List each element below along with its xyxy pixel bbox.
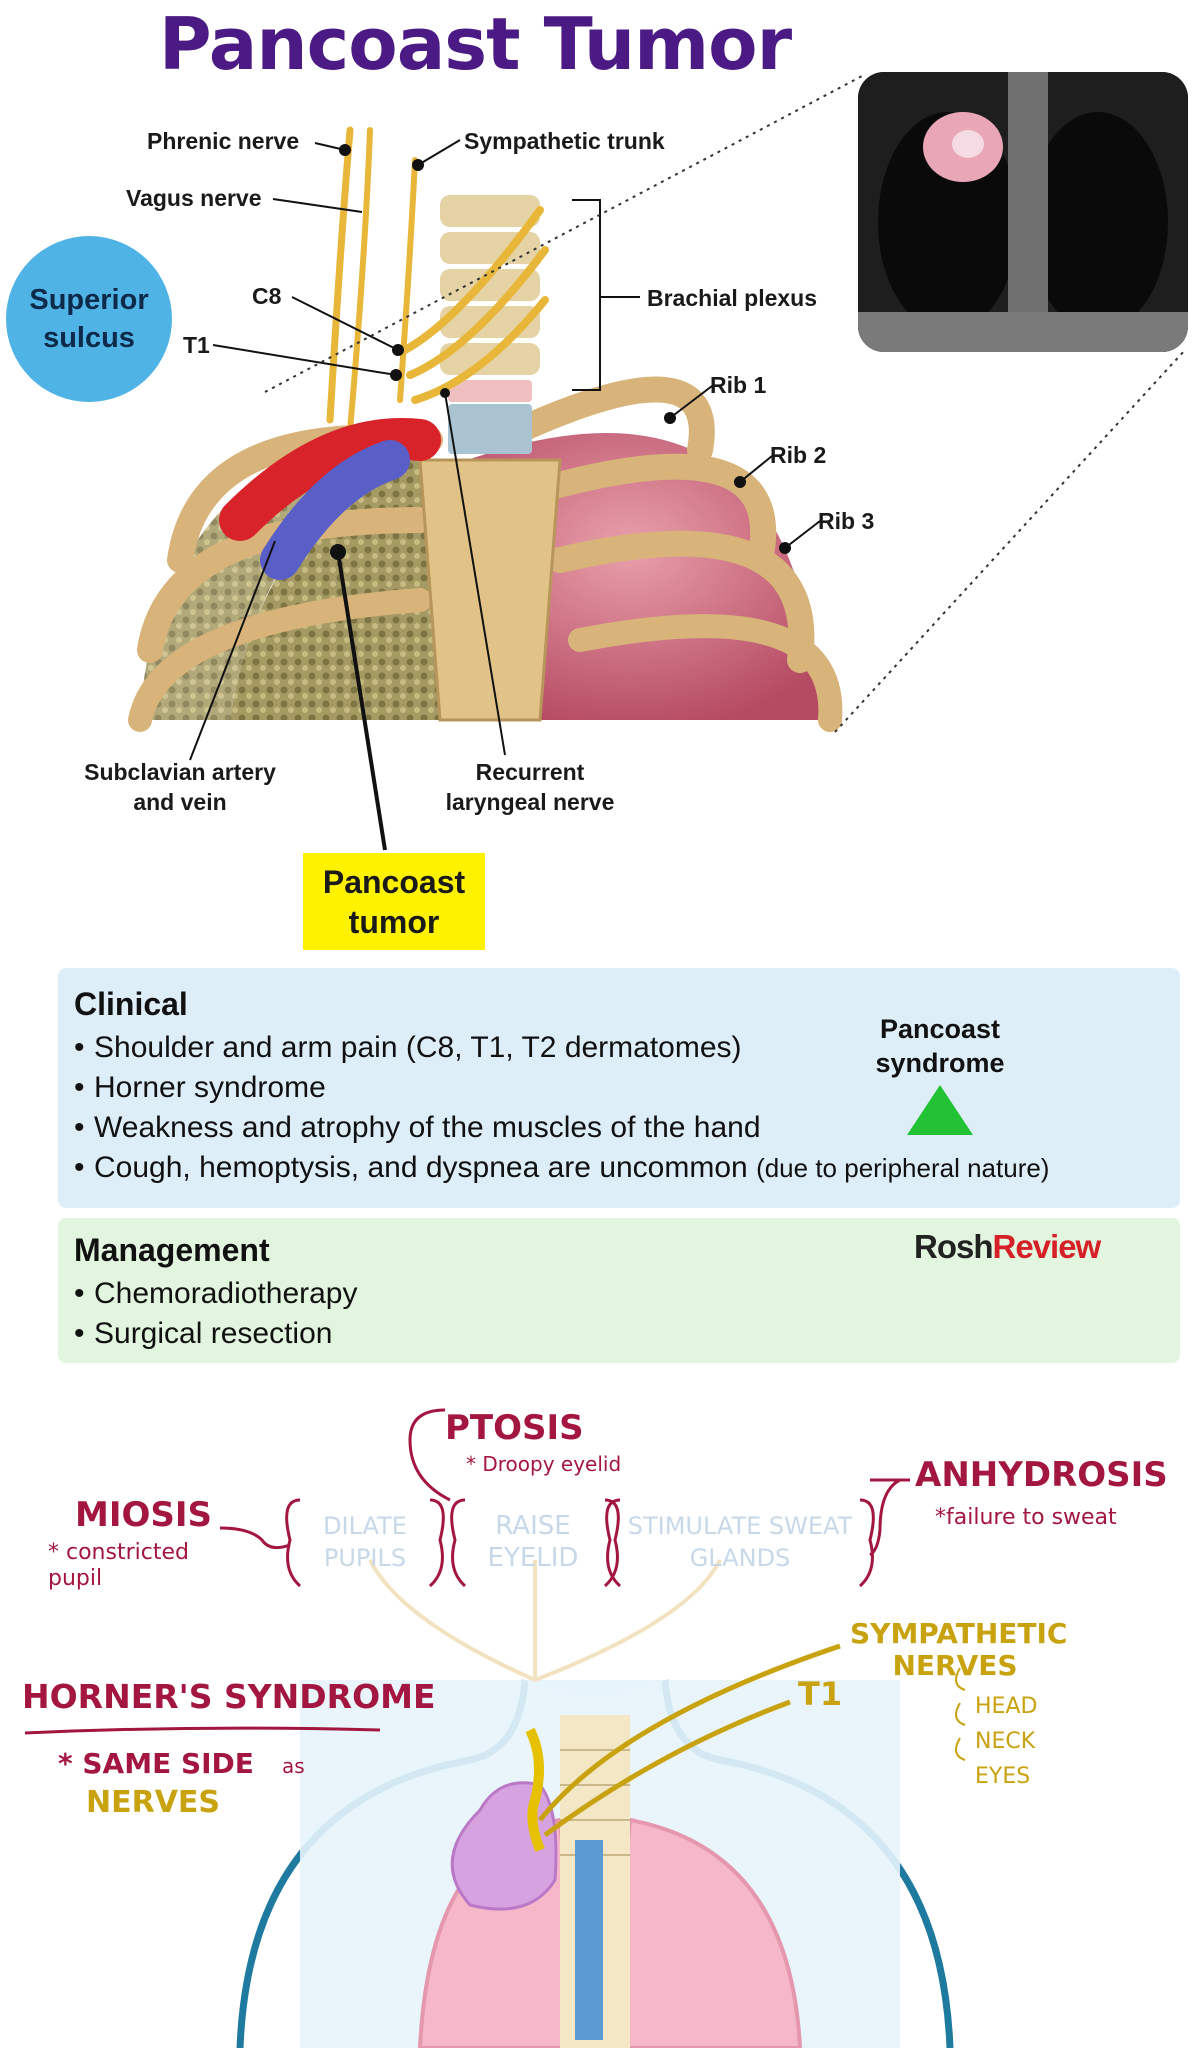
ct-scan-image [858, 72, 1188, 352]
management-panel: Management Chemoradiotherapy Surgical re… [58, 1218, 1180, 1363]
nerves [326, 126, 549, 433]
raise-eyelid-label: RAISE EYELID [487, 1511, 579, 1573]
horner-syndrome-drawing [24, 1408, 966, 2048]
sympathetic-nerves-label: SYMPATHETIC NERVES [850, 1617, 1068, 1682]
rosh-review-logo: RoshReview [914, 1228, 1101, 1265]
clinical-panel: Clinical Shoulder and arm pain (C8, T1, … [58, 968, 1180, 1208]
clinical-heading: Clinical [74, 986, 188, 1022]
phrenic-nerve-label: Phrenic nerve [147, 128, 300, 154]
management-heading: Management [74, 1232, 270, 1268]
c8-label: C8 [252, 283, 282, 309]
ptosis-note: * Droopy eyelid [466, 1452, 622, 1476]
eyes-label: EYES [975, 1764, 1031, 1789]
sternum [418, 458, 562, 722]
clinical-list: Shoulder and arm pain (C8, T1, T2 dermat… [74, 1028, 1049, 1188]
rib2-label: Rib 2 [770, 442, 827, 468]
as-label: as [282, 1754, 305, 1778]
t1-nerve-label: T1 [798, 1675, 843, 1713]
superior-sulcus-badge: Superior sulcus [6, 236, 172, 402]
t1-label: T1 [183, 332, 210, 358]
miosis-label: MIOSIS [75, 1495, 213, 1535]
rib-cage [128, 376, 843, 732]
list-item: Horner syndrome [74, 1068, 1049, 1108]
green-triangle-icon [907, 1085, 973, 1135]
tumor-pointer [336, 551, 387, 851]
list-item: Chemoradiotherapy [74, 1274, 357, 1314]
nerves-label: NERVES [86, 1785, 221, 1820]
list-item: Weakness and atrophy of the muscles of t… [74, 1108, 1049, 1148]
pancoast-tumor-label: Pancoast tumor [303, 853, 485, 950]
neck-label: NECK [975, 1729, 1036, 1754]
stimulate-sweat-label: STIMULATE SWEAT GLANDS [627, 1512, 853, 1572]
pancoast-syndrome-label: Pancoast syndrome [875, 1014, 1005, 1078]
page-title: Pancoast Tumor [158, 2, 792, 86]
anhydrosis-note: *failure to sweat [935, 1505, 1117, 1530]
sympathetic-trunk-label: Sympathetic trunk [464, 128, 665, 154]
miosis-note: * constricted pupil [48, 1540, 189, 1591]
dilate-pupils-label: DILATE PUPILS [323, 1512, 407, 1572]
vagus-nerve-label: Vagus nerve [126, 185, 262, 211]
horners-syndrome-label: HORNER'S SYNDROME [22, 1677, 436, 1716]
subclavian-vein [260, 440, 410, 580]
anhydrosis-label: ANHYDROSIS [915, 1455, 1168, 1495]
ptosis-label: PTOSIS [445, 1408, 584, 1448]
chest-anatomy-illustration [128, 75, 1186, 851]
list-item: Shoulder and arm pain (C8, T1, T2 dermat… [74, 1028, 1049, 1068]
head-label: HEAD [975, 1694, 1038, 1719]
list-item: Cough, hemoptysis, and dyspnea are uncom… [74, 1148, 1049, 1188]
recurrent-laryngeal-label: Recurrent laryngeal nerve [445, 759, 615, 815]
management-list: Chemoradiotherapy Surgical resection [74, 1274, 357, 1354]
subclavian-label: Subclavian artery and vein [84, 759, 276, 815]
rib1-label: Rib 1 [710, 372, 767, 398]
brachial-plexus-label: Brachial plexus [647, 285, 818, 311]
same-side-label: * SAME SIDE [58, 1747, 254, 1780]
rib3-label: Rib 3 [818, 508, 875, 534]
list-item: Surgical resection [74, 1314, 357, 1354]
subclavian-artery [219, 418, 441, 541]
